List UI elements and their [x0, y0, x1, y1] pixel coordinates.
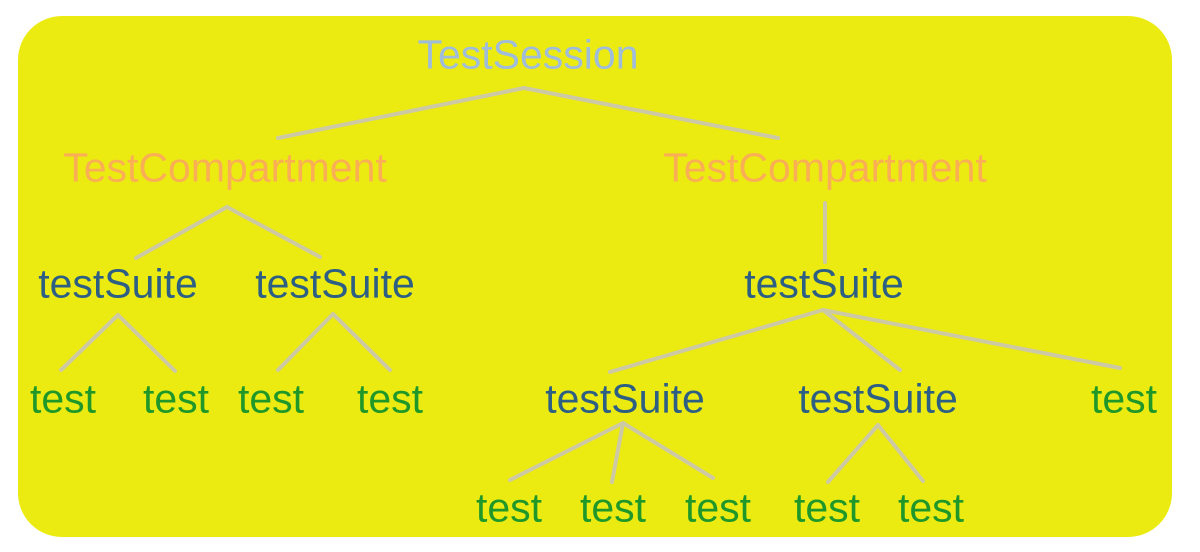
node-test-label: test — [29, 375, 97, 422]
node-testcompartment-label: TestCompartment — [663, 144, 987, 191]
node-test-label: test — [475, 484, 543, 531]
node-testsuite-label: testSuite — [545, 375, 705, 422]
node-testcompartment-label: TestCompartment — [63, 144, 387, 191]
node-test-label: test — [579, 484, 647, 531]
node-testsuite-label: testSuite — [798, 375, 958, 422]
node-test-label: test — [793, 484, 861, 531]
node-testsession-label: TestSession — [417, 31, 639, 78]
node-testsuite-label: testSuite — [744, 260, 904, 307]
node-testsuite-label: testSuite — [255, 260, 415, 307]
node-test-label: test — [897, 484, 965, 531]
node-test-label: test — [237, 375, 305, 422]
node-test-label: test — [1090, 375, 1158, 422]
node-testsuite-label: testSuite — [38, 260, 198, 307]
node-test-label: test — [684, 484, 752, 531]
node-test-label: test — [142, 375, 210, 422]
node-test-label: test — [356, 375, 424, 422]
